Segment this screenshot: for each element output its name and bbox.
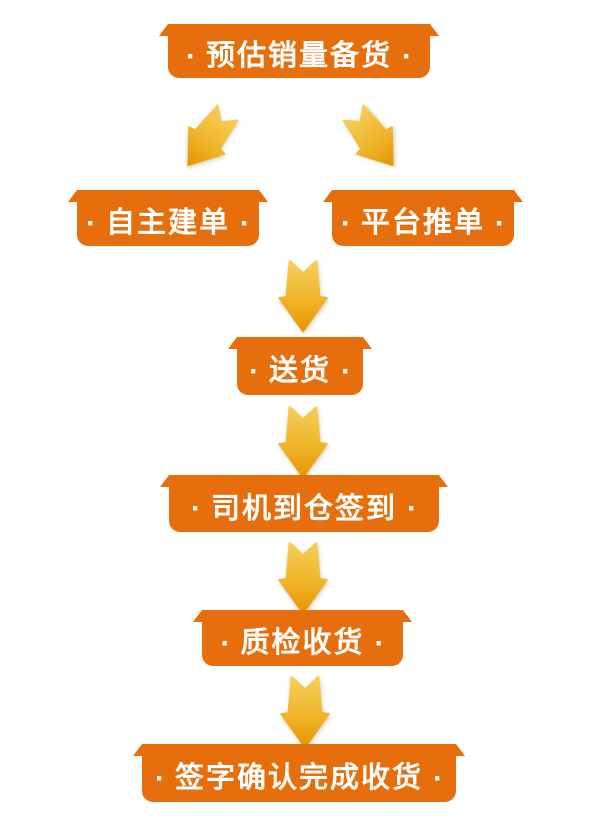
dot-separator: · [402,39,412,73]
ribbon-body: · 质检收货 · [202,621,403,666]
step-box-sign-confirm: · 签字确认完成收货 · [133,744,465,802]
arrow-down-right-icon [334,98,412,180]
step-label-delivery: 送货 [268,355,331,387]
dot-separator: · [190,492,201,525]
dot-separator: · [220,626,231,660]
dot-separator: · [433,761,443,795]
ribbon-body: · 送货 · [237,348,363,395]
dot-separator: · [248,354,259,388]
ribbon-body: · 自主建单 · [77,201,259,246]
step-label-qc-receive: 质检收货 [240,627,365,659]
step-label-forecast: 预估销量备货 [205,40,392,72]
ribbon-body: · 司机到仓签到 · [169,486,439,532]
ribbon-band [133,744,465,756]
arrow-down-icon [278,260,328,332]
step-box-driver-checkin: · 司机到仓签到 · [160,475,448,532]
step-box-platform-order: · 平台推单 · [323,190,523,246]
dot-separator: · [407,492,417,525]
step-label-self-order: 自主建单 [106,207,231,239]
dot-separator: · [154,761,165,795]
step-box-delivery: · 送货 · [228,337,372,395]
step-label-driver-checkin: 司机到仓签到 [210,492,397,525]
ribbon-band [160,475,448,487]
ribbon-band [159,24,439,36]
arrow-down-icon [278,406,328,478]
dot-separator: · [185,39,196,73]
ribbon-body: · 签字确认完成收货 · [142,755,456,802]
arrow-down-icon [280,676,330,748]
dot-separator: · [86,206,96,240]
arrow-down-icon [278,542,328,614]
dot-separator: · [341,354,351,388]
ribbon-body: · 平台推单 · [332,201,514,246]
step-label-platform-order: 平台推单 [361,207,486,239]
arrow-down-left-icon [169,98,247,180]
ribbon-band [323,190,523,202]
ribbon-band [193,610,412,622]
step-label-sign-confirm: 签字确认完成收货 [174,762,423,794]
dot-separator: · [495,206,506,240]
step-box-forecast: · 预估销量备货 · [159,24,439,78]
step-box-self-order: · 自主建单 · [68,190,268,246]
step-box-qc-receive: · 质检收货 · [193,610,412,666]
ribbon-body: · 预估销量备货 · [168,35,430,78]
ribbon-band [68,190,268,202]
dot-separator: · [374,626,385,660]
dot-separator: · [341,206,351,240]
ribbon-band [228,337,372,349]
dot-separator: · [240,206,251,240]
